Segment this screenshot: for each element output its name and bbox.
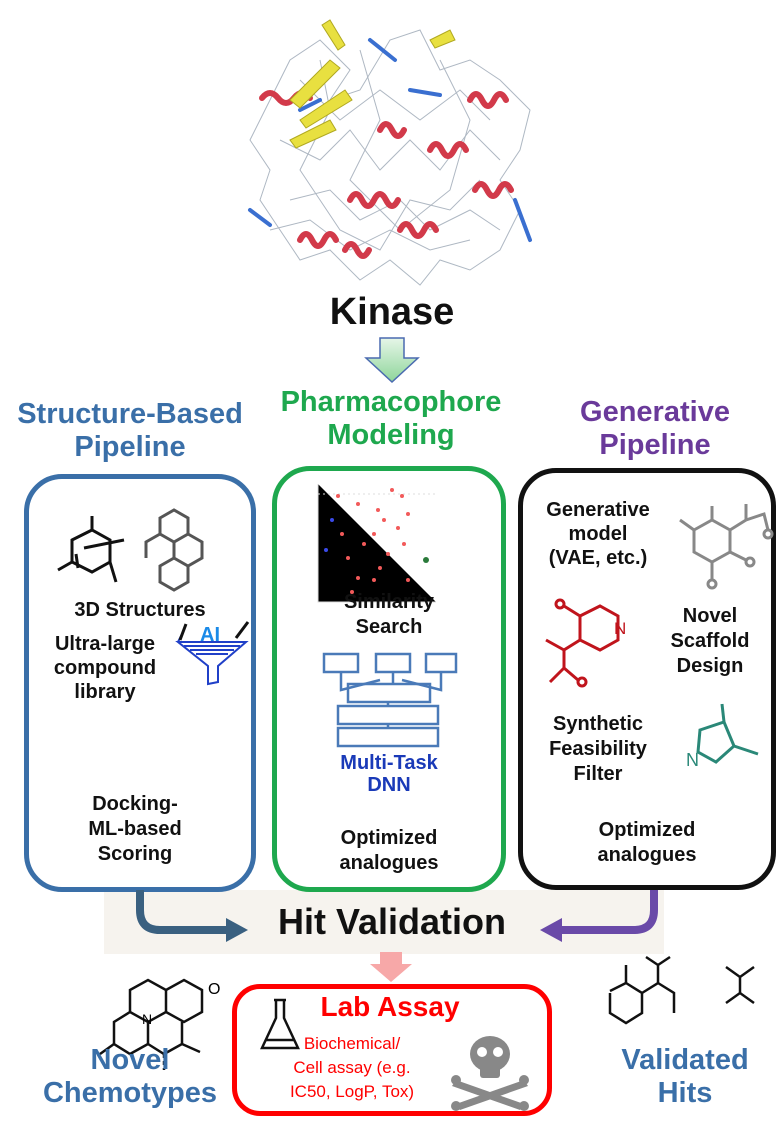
pharma-optimized-analogues-label: Optimized analogues: [339, 827, 439, 874]
hit-validation-band: [104, 890, 664, 954]
pyrimidine-n-label: N: [614, 619, 626, 638]
multitask-dnn-label: Multi-Task DNN: [340, 752, 438, 796]
lab-assay-title: Lab Assay: [320, 991, 460, 1022]
novel-scaffold-design-label: Novel Scaffold Design: [670, 605, 750, 677]
kinase-protein-structure: [248, 19, 532, 286]
similarity-scatter-plot: [317, 484, 436, 603]
ultra-large-library-label: Ultra-large compound library: [53, 633, 157, 703]
generative-optimized-analogues-label: Optimized analogues: [597, 819, 697, 866]
novel-chemotype-molecule: O N: [99, 978, 220, 1070]
validated-hits-label: Validated Hits: [621, 1044, 749, 1109]
novel-scaffold-molecule-icon: N: [545, 598, 626, 688]
generative-pipeline-box: [518, 468, 776, 890]
flask-icon: [260, 998, 300, 1050]
skull-crossbones-icon: [451, 1036, 529, 1111]
similarity-search-label: Similarity Search: [343, 591, 435, 638]
funnel-icon: [175, 621, 250, 686]
structure-pipeline-title: Structure-Based Pipeline: [17, 398, 243, 463]
pyrroline-molecule-icon: N: [686, 703, 759, 770]
kinase-title: Kinase: [329, 291, 455, 333]
hit-validation-title: Hit Validation: [277, 901, 507, 942]
generative-pipeline-title: Generative Pipeline: [580, 396, 730, 461]
chemotype-o-label: O: [208, 981, 220, 998]
generative-model-label: Generative model (VAE, etc.): [546, 499, 650, 569]
biaryl-molecule-icon: [144, 508, 204, 592]
flow-arrows: [136, 890, 658, 982]
chemotype-n-label: N: [142, 1011, 152, 1027]
lab-assay-description: Biochemical/ Cell assay (e.g. IC50, LogP…: [289, 1034, 415, 1101]
3d-structures-label: 3D Structures: [74, 599, 206, 621]
novel-chemotypes-label: Novel Chemotypes: [42, 1044, 218, 1109]
multitask-dnn-diagram: [322, 652, 458, 748]
down-arrow: [364, 337, 420, 384]
validated-hits-molecules: [608, 955, 755, 1025]
ai-label: AI: [200, 624, 220, 646]
generative-molecule-icon: [679, 504, 774, 590]
pharmacophore-box: [272, 466, 506, 892]
synthetic-feasibility-filter-label: Synthetic Feasibility Filter: [549, 713, 647, 785]
pharmacophore-title: Pharmacophore Modeling: [280, 386, 502, 451]
3d-structure-molecule-icon: [57, 516, 125, 583]
docking-ml-scoring-label: Docking- ML-based Scoring: [88, 793, 182, 865]
pyrroline-n-label: N: [686, 750, 699, 770]
